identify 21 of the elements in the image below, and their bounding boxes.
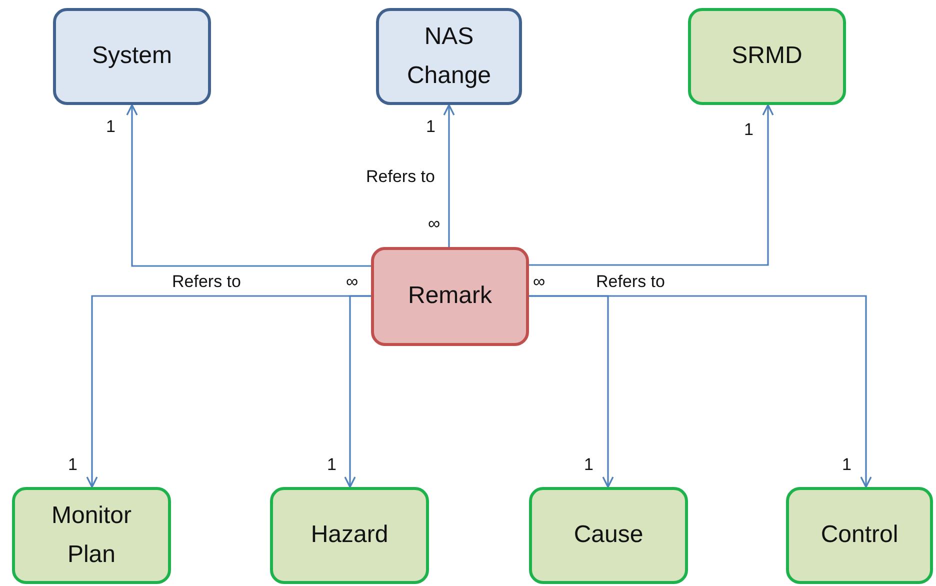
entity-box	[270, 487, 429, 584]
entity-box	[786, 487, 933, 584]
entity-name: NAS Change	[406, 22, 492, 90]
entity-box	[53, 8, 211, 105]
entity-name: Control	[820, 520, 898, 550]
entity-name: Hazard	[310, 520, 388, 550]
entity-name: SRMD	[732, 41, 802, 72]
entity-name: Monitor Plan	[50, 501, 133, 570]
entity-box	[688, 8, 846, 105]
connector-arrow	[529, 295, 872, 488]
entity-name: Remark	[408, 281, 492, 312]
entity-box	[12, 487, 171, 584]
entity-box	[371, 247, 529, 346]
entity-name: System	[92, 41, 172, 72]
connector-arrow	[344, 295, 371, 488]
connector-arrow	[529, 104, 774, 266]
entity-name: Cause	[574, 520, 644, 550]
entity-box	[529, 487, 688, 584]
connector-arrow	[443, 104, 455, 247]
connector-arrow	[126, 104, 371, 267]
entity-box	[376, 8, 522, 105]
